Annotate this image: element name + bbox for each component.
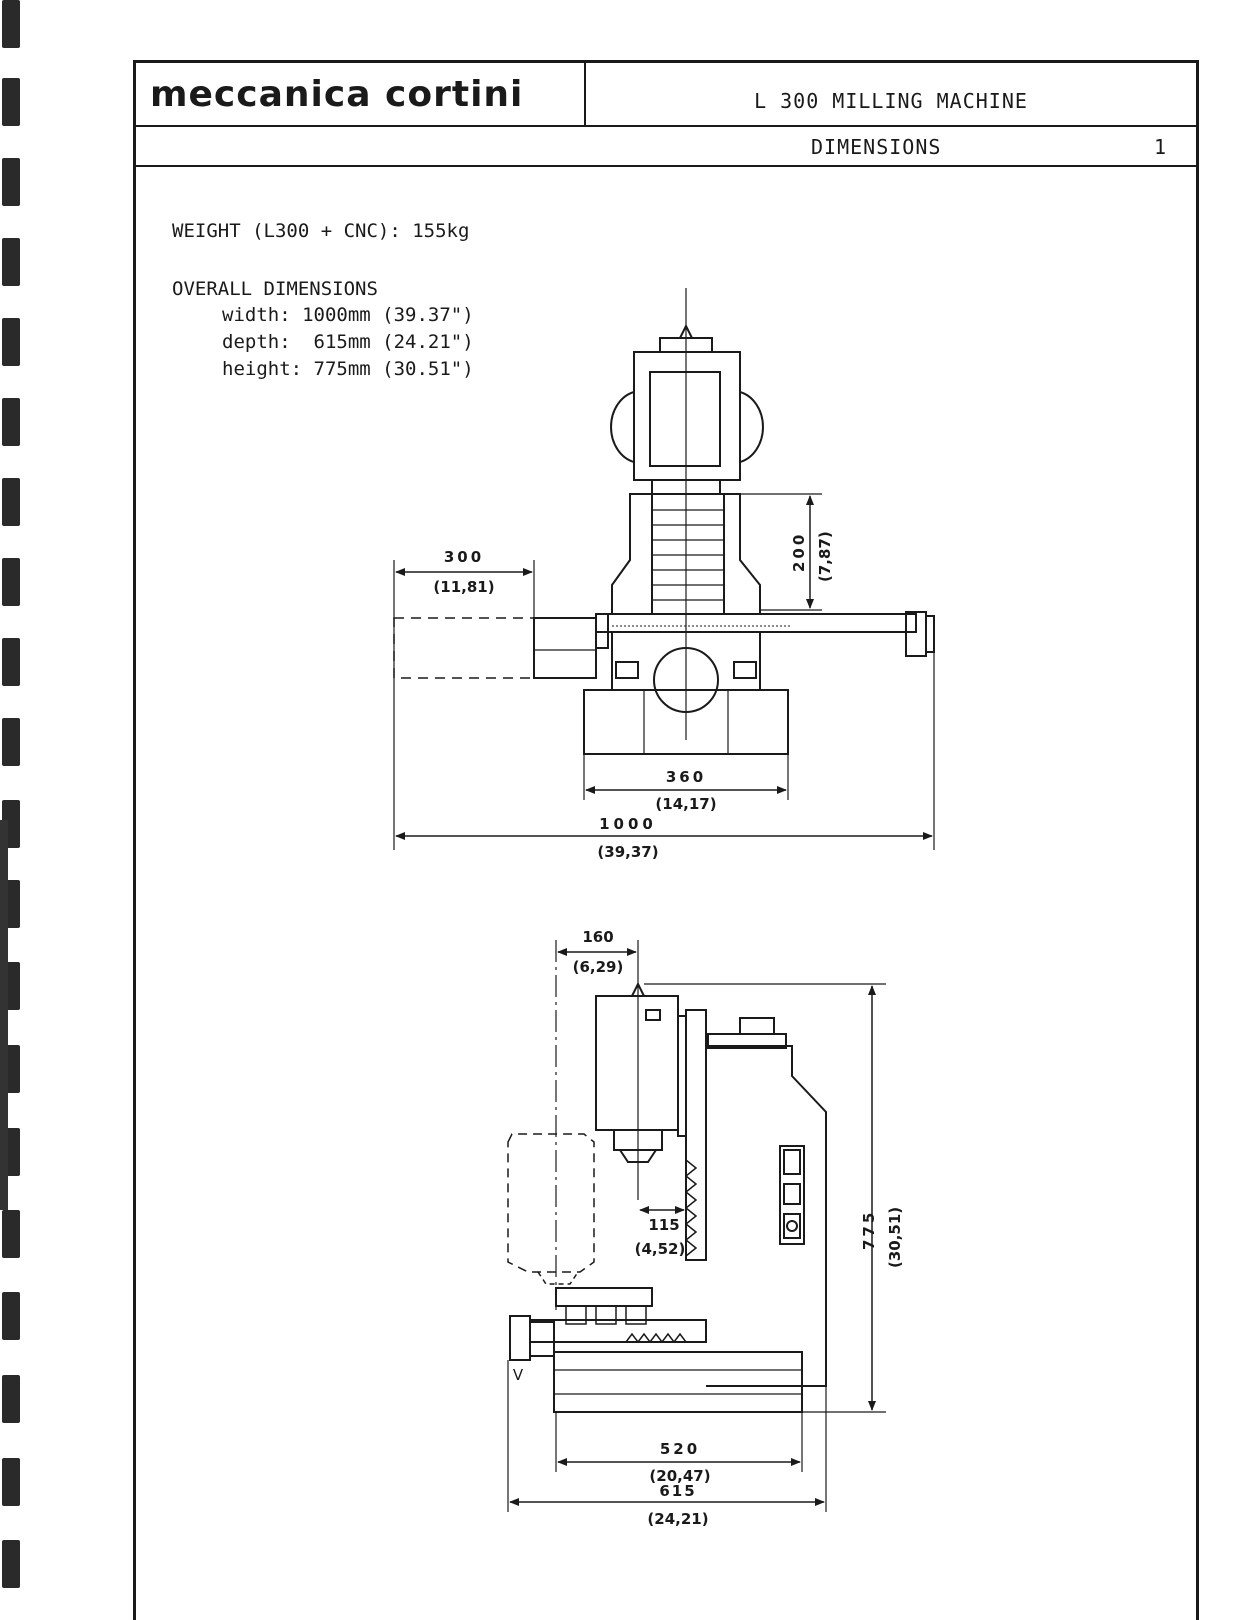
binding-hole xyxy=(2,158,20,206)
binding-hole xyxy=(2,558,20,606)
dovetail-right xyxy=(733,661,757,679)
dim-label-300: 300 xyxy=(444,548,484,566)
binding-hole xyxy=(2,638,20,686)
dim-label-360-inch: (14,17) xyxy=(655,795,716,813)
logo-cell: meccanica cortini xyxy=(136,63,586,125)
binding-hole xyxy=(2,238,20,286)
weight-spec: WEIGHT (L300 + CNC): 155kg xyxy=(172,220,470,242)
ballscrew-circle xyxy=(653,647,719,713)
dim-label-200: 200 xyxy=(790,532,808,572)
phantom-head xyxy=(507,1133,595,1273)
dim-label-1000: 1000 xyxy=(599,815,657,833)
dovetail-left xyxy=(615,661,639,679)
section-title: DIMENSIONS xyxy=(811,135,942,159)
motor-window xyxy=(649,371,721,467)
binding-hole xyxy=(2,1540,20,1588)
travel-phantom xyxy=(393,617,535,679)
dim-label-300-inch: (11,81) xyxy=(433,578,494,596)
title-block: meccanica cortini L 300 MILLING MACHINE xyxy=(136,63,1196,127)
document-frame: meccanica cortini L 300 MILLING MACHINE … xyxy=(133,60,1199,1620)
side-saddle xyxy=(529,1319,707,1343)
motor-bulge-right xyxy=(739,391,764,463)
side-bellows xyxy=(684,1159,698,1257)
dim-label-775-inch: (30,51) xyxy=(886,1207,904,1268)
section-row: DIMENSIONS 1 xyxy=(136,127,1196,167)
page-edge-shadow xyxy=(0,820,8,1210)
binding-hole xyxy=(2,1292,20,1340)
dim-label-615: 615 xyxy=(659,1482,696,1500)
dim-label-775: 775 xyxy=(860,1210,878,1250)
dim-label-615-inch: (24,21) xyxy=(647,1510,708,1528)
depth-spec: depth: 615mm (24.21") xyxy=(222,331,474,353)
binding-hole xyxy=(2,1458,20,1506)
overall-dimensions-title: OVERALL DIMENSIONS xyxy=(172,278,378,300)
front-view-drawing xyxy=(393,288,935,850)
binding-hole xyxy=(2,318,20,366)
side-motor xyxy=(595,995,679,1131)
dim-label-1000-inch: (39,37) xyxy=(597,843,658,861)
dim-label-360: 360 xyxy=(666,768,706,786)
dim-label-115-inch: (4,52) xyxy=(635,1240,686,1258)
side-base xyxy=(553,1351,803,1413)
company-logo: meccanica cortini xyxy=(150,73,524,115)
side-body xyxy=(706,1045,827,1387)
binding-hole xyxy=(2,718,20,766)
handwheel-mark-v: V xyxy=(513,1366,524,1384)
binding-hole xyxy=(2,1210,20,1258)
table-motor-left xyxy=(533,617,597,679)
dim-label-160: 160 xyxy=(582,928,613,946)
dim-label-520-inch: (20,47) xyxy=(649,1467,710,1485)
dim-label-160-inch: (6,29) xyxy=(573,958,624,976)
control-panel xyxy=(779,1145,805,1245)
side-view-drawing xyxy=(507,940,886,1512)
binding-hole xyxy=(2,478,20,526)
worktable xyxy=(595,613,917,633)
side-column xyxy=(685,1009,707,1261)
binding-hole xyxy=(2,0,20,48)
page-number: 1 xyxy=(1153,135,1166,159)
side-handwheel xyxy=(509,1315,531,1361)
dim-label-115: 115 xyxy=(648,1216,679,1234)
binding-strip xyxy=(0,0,60,1613)
height-spec: height: 775mm (30.51") xyxy=(222,358,474,380)
binding-hole xyxy=(2,1375,20,1423)
machine-base xyxy=(583,689,789,755)
binding-hole xyxy=(2,398,20,446)
dim-label-200-inch: (7,87) xyxy=(816,531,834,582)
binding-hole xyxy=(2,78,20,126)
side-table xyxy=(555,1287,653,1307)
width-spec: width: 1000mm (39.37") xyxy=(222,304,474,326)
side-scale xyxy=(739,1017,775,1035)
column-bellows xyxy=(651,493,725,615)
document-title: L 300 MILLING MACHINE xyxy=(754,89,1028,113)
dim-label-520: 520 xyxy=(660,1440,700,1458)
motor-bulge-left xyxy=(610,391,635,463)
